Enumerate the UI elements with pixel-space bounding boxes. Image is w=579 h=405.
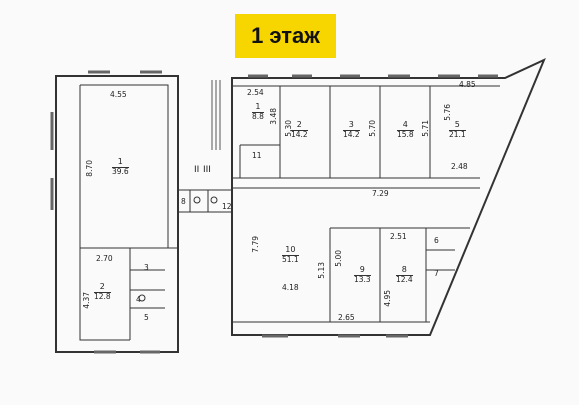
room-number: 2 bbox=[94, 282, 111, 293]
room-4-right: 4 15.8 bbox=[397, 120, 414, 139]
room-6-right-number: 6 bbox=[434, 236, 439, 245]
room-1-right: 1 8.8 bbox=[252, 102, 264, 121]
room-number: 10 bbox=[282, 245, 299, 256]
room-number: 4 bbox=[397, 120, 414, 131]
room-area: 51.1 bbox=[282, 254, 299, 264]
room-area: 14.2 bbox=[291, 129, 308, 139]
room-area: 12.8 bbox=[94, 291, 111, 301]
room-2-left: 2 12.8 bbox=[94, 282, 111, 301]
section-mark-ii: II bbox=[194, 165, 199, 175]
dimension-4-18: 4.18 bbox=[282, 283, 299, 292]
room-5-right: 5 21.1 bbox=[449, 120, 466, 139]
dimension-5-30: 5.30 bbox=[284, 120, 293, 137]
room-2-right: 2 14.2 bbox=[291, 120, 308, 139]
dimension-2-54: 2.54 bbox=[247, 88, 264, 97]
room-area: 39.6 bbox=[112, 166, 129, 176]
dimension-4-37: 4.37 bbox=[82, 292, 91, 309]
room-3-left-number: 3 bbox=[144, 263, 149, 272]
right-windows bbox=[248, 74, 498, 338]
room-area: 12.4 bbox=[396, 274, 413, 284]
room-number: 3 bbox=[343, 120, 360, 131]
dimension-3-48: 3.48 bbox=[269, 108, 278, 125]
dimension-5-71: 5.71 bbox=[421, 120, 430, 137]
room-number: 8 bbox=[396, 265, 413, 276]
room-3-right: 3 14.2 bbox=[343, 120, 360, 139]
left-building-outline bbox=[55, 75, 179, 353]
dimension-8-70: 8.70 bbox=[85, 160, 94, 177]
room-area: 8.8 bbox=[252, 111, 264, 121]
room-number: 2 bbox=[291, 120, 308, 131]
washbasin bbox=[138, 294, 146, 302]
room-number: 1 bbox=[252, 102, 264, 113]
room-number: 5 bbox=[449, 120, 466, 131]
toilet-mid bbox=[193, 196, 201, 204]
room-area: 21.1 bbox=[449, 129, 466, 139]
dimension-2-48: 2.48 bbox=[451, 162, 468, 171]
room-9-right: 9 13.3 bbox=[354, 265, 371, 284]
dimension-5-70: 5.70 bbox=[368, 120, 377, 137]
room-8-mid-number: 8 bbox=[181, 197, 186, 206]
dimension-2-65: 2.65 bbox=[338, 313, 355, 322]
right-bottom-rooms bbox=[232, 227, 470, 323]
room-7-right-number: 7 bbox=[434, 269, 439, 278]
room-number: 9 bbox=[354, 265, 371, 276]
dimension-7-79: 7.79 bbox=[251, 236, 260, 253]
left-interior-walls bbox=[79, 84, 178, 341]
room-area: 15.8 bbox=[397, 129, 414, 139]
dimension-5-00: 5.00 bbox=[334, 250, 343, 267]
dimension-5-76: 5.76 bbox=[443, 104, 452, 121]
right-building-outline bbox=[231, 58, 546, 336]
room-11-right-number: 11 bbox=[252, 151, 262, 160]
dimension-5-13: 5.13 bbox=[317, 262, 326, 279]
room-area: 13.3 bbox=[354, 274, 371, 284]
right-top-rooms bbox=[232, 85, 500, 179]
dimension-4-55: 4.55 bbox=[110, 90, 127, 99]
dimension-2-70: 2.70 bbox=[96, 254, 113, 263]
dimension-2-51: 2.51 bbox=[390, 232, 407, 241]
room-4-left-number: 4 bbox=[136, 295, 141, 304]
section-mark-iii: III bbox=[203, 165, 211, 175]
floor-label: 1 этаж bbox=[235, 14, 336, 58]
toilet-mid-2 bbox=[210, 196, 218, 204]
dimension-4-95: 4.95 bbox=[383, 290, 392, 307]
room-5-left-number: 5 bbox=[144, 313, 149, 322]
dimension-7-29: 7.29 bbox=[372, 189, 389, 198]
room-1-left: 1 39.6 bbox=[112, 157, 129, 176]
room-area: 14.2 bbox=[343, 129, 360, 139]
left-windows bbox=[50, 70, 162, 354]
stair-hatch bbox=[211, 80, 221, 150]
dimension-4-85: 4.85 bbox=[459, 80, 476, 89]
room-12-mid-number: 12 bbox=[222, 202, 232, 211]
room-8-right: 8 12.4 bbox=[396, 265, 413, 284]
room-number: 1 bbox=[112, 157, 129, 168]
room-10-right: 10 51.1 bbox=[282, 245, 299, 264]
